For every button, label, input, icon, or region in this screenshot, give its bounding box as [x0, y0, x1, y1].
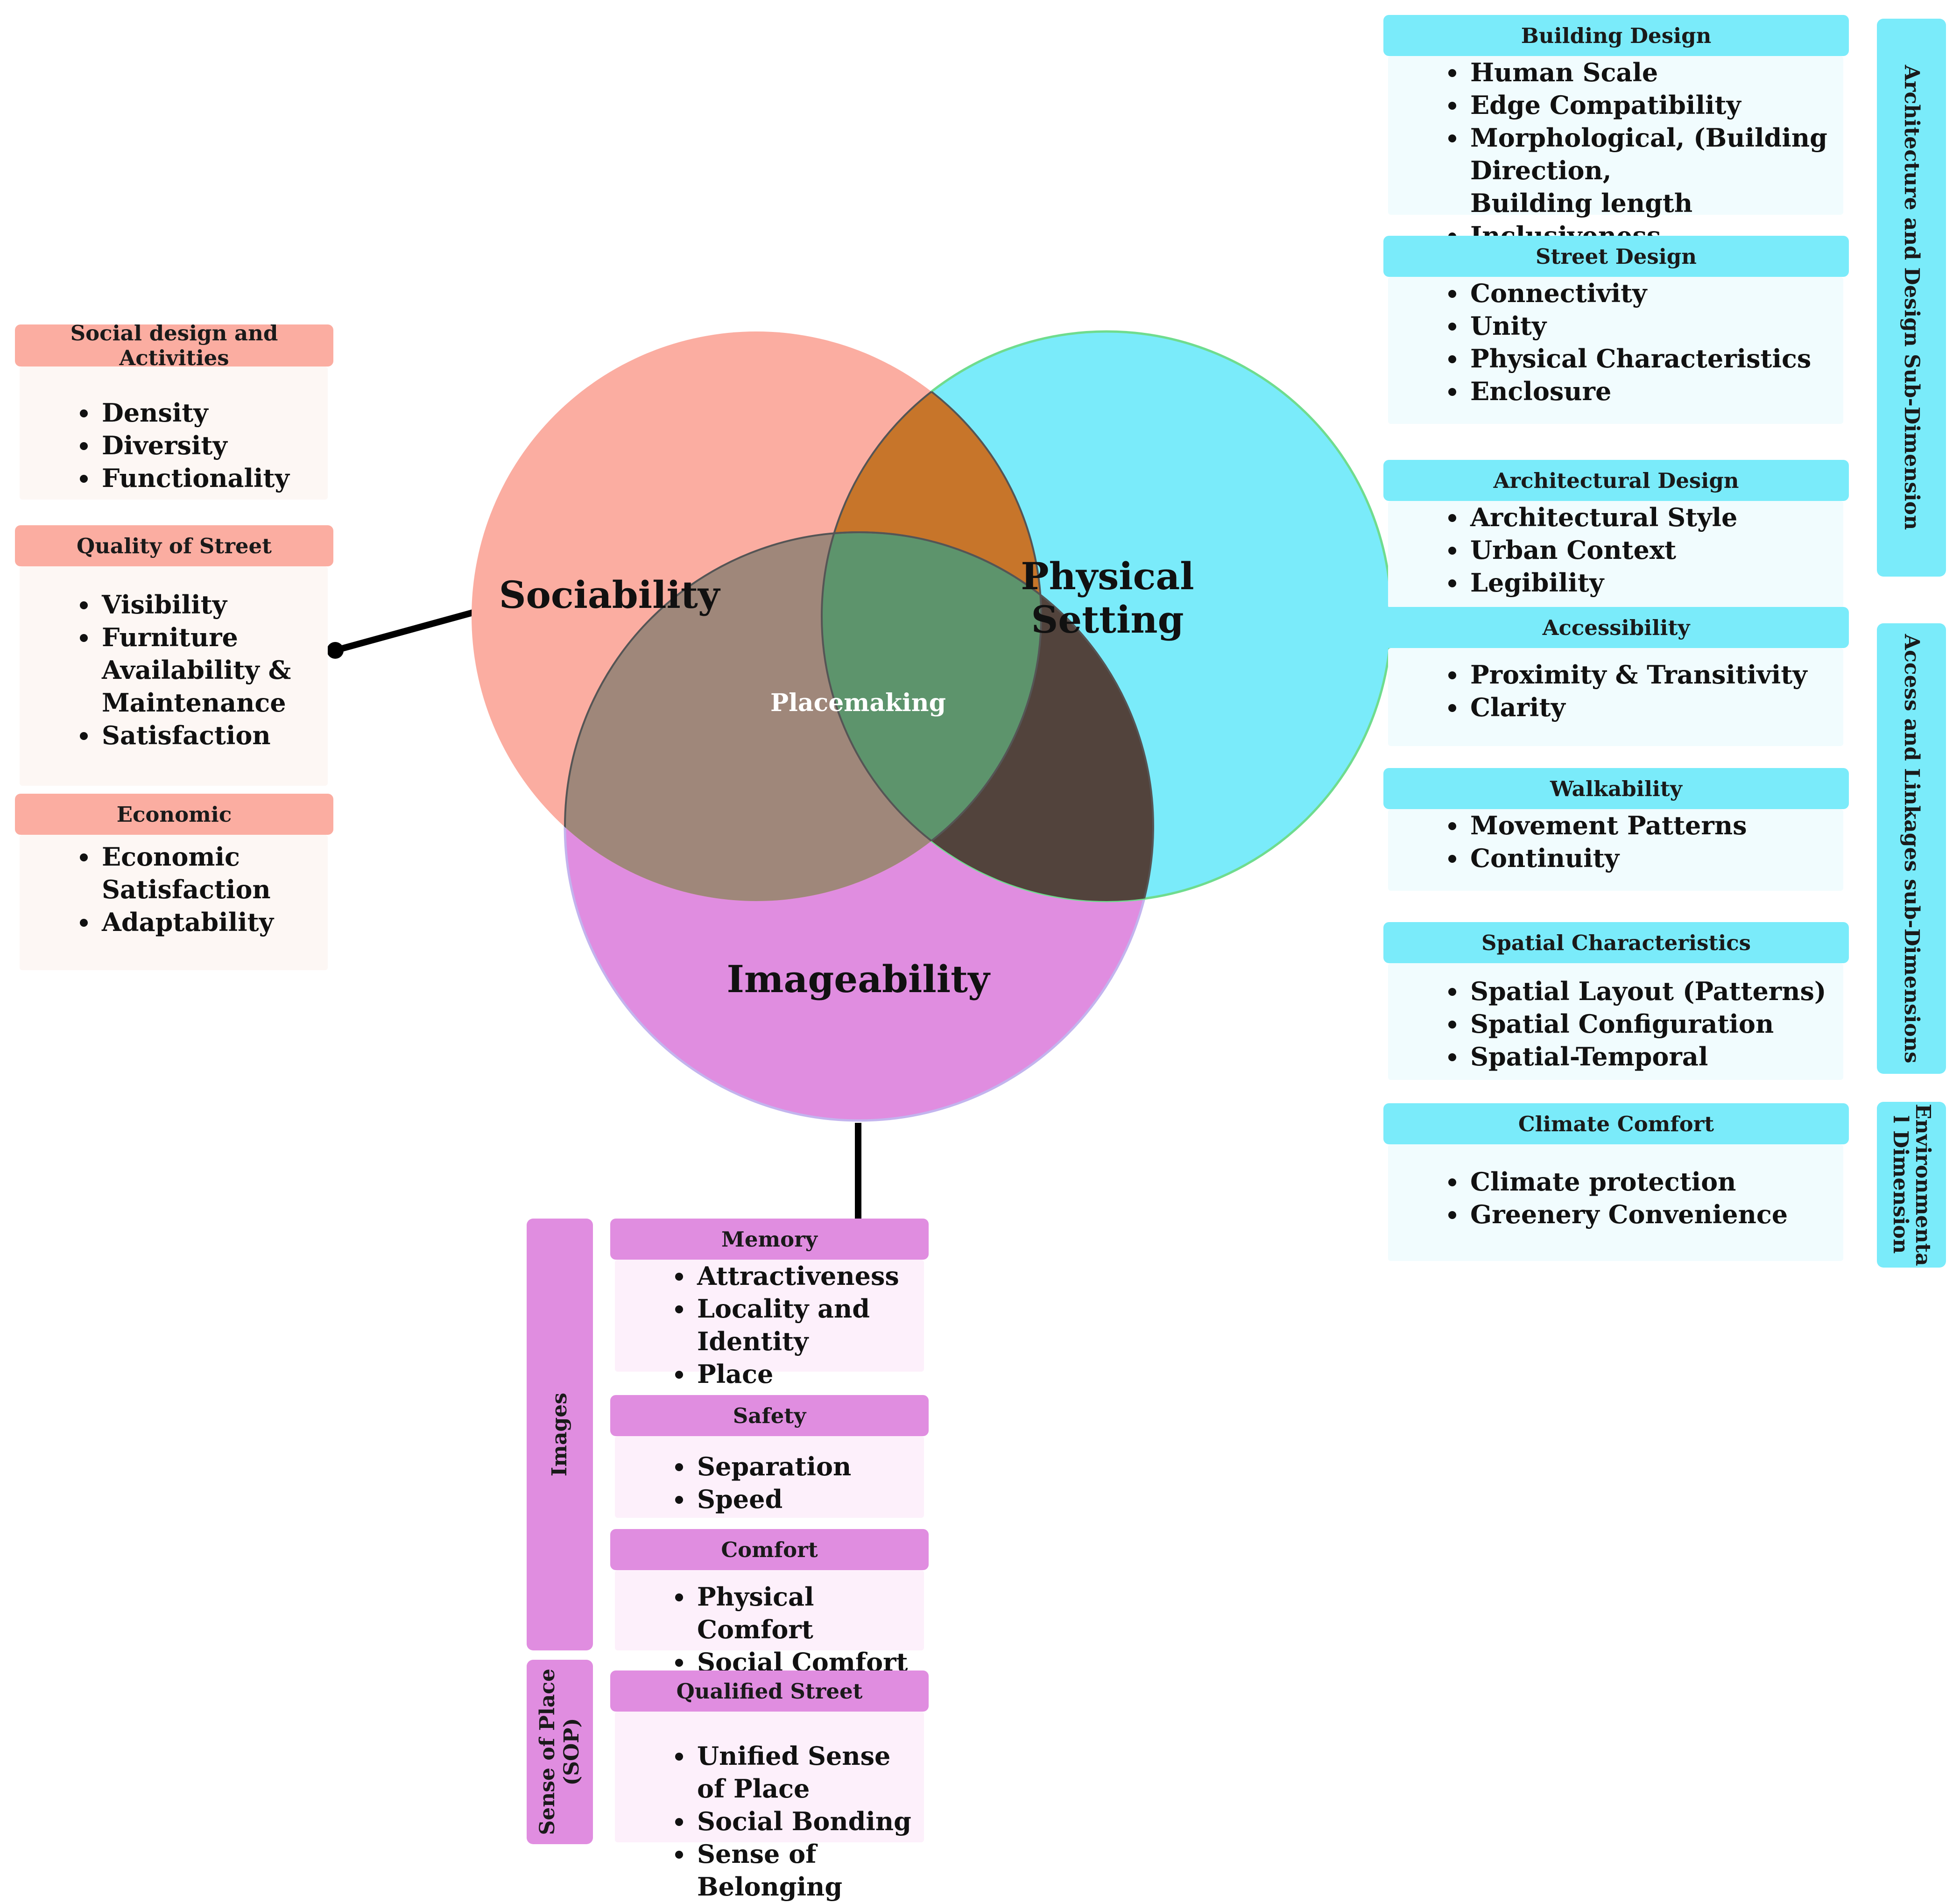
list-item: Sense of Belonging: [694, 1838, 924, 1903]
list-building-design: Human Scale Edge Compatibility Morpholog…: [1388, 56, 1843, 251]
physical-label-line1: Physical: [1021, 554, 1194, 598]
side-label-sense-of-place: Sense of Place (SOP): [527, 1660, 593, 1844]
list-item: Human Scale: [1467, 56, 1843, 89]
side-label-access: Access and Linkages sub-Dimensions: [1877, 623, 1946, 1074]
list-item: Unity: [1467, 310, 1843, 342]
header-walkability: Walkability: [1383, 768, 1849, 809]
list-item: Legibility: [1467, 566, 1843, 599]
list-street-design: Connectivity Unity Physical Characterist…: [1388, 277, 1843, 424]
list-item: Spatial-Temporal: [1467, 1040, 1843, 1073]
list-architectural-design: Architectural Style Urban Context Legibi…: [1388, 501, 1843, 608]
list-item: Physical Characteristics: [1467, 342, 1843, 375]
header-economic: Economic: [15, 794, 333, 835]
list-item: Spatial Configuration: [1467, 1008, 1843, 1040]
side-label-sop-line1: Sense of Place: [536, 1669, 559, 1835]
header-social-design: Social design and Activities: [15, 321, 333, 370]
header-climate-comfort: Climate Comfort: [1383, 1103, 1849, 1144]
side-label-images-text: Images: [548, 1392, 571, 1477]
list-item: Clarity: [1467, 691, 1843, 724]
list-climate-comfort: Climate protection Greenery Convenience: [1388, 1144, 1843, 1261]
sociability-label: Sociability: [499, 573, 721, 617]
list-item: Proximity & Transitivity: [1467, 658, 1843, 691]
list-item: Separation: [694, 1450, 924, 1483]
list-spatial-characteristics: Spatial Layout (Patterns) Spatial Config…: [1388, 963, 1843, 1080]
list-item: Visibility: [99, 588, 328, 621]
header-comfort: Comfort: [610, 1529, 929, 1570]
side-label-architecture-text: Architecture and Design Sub-Dimension: [1900, 65, 1924, 530]
list-item: Adaptability: [99, 906, 328, 938]
physical-label-line2: Setting: [1031, 598, 1184, 641]
list-item: Edge Compatibility: [1467, 89, 1843, 121]
list-item: Social Bonding: [694, 1805, 924, 1838]
list-item: Economic: [99, 840, 328, 873]
side-label-access-text: Access and Linkages sub-Dimensions: [1900, 634, 1924, 1064]
side-label-environmental: Environmenta l Dimension: [1877, 1102, 1946, 1268]
list-economic: Economic Satisfaction Adaptability: [20, 835, 328, 970]
list-item: Continuity: [1467, 842, 1843, 874]
side-label-images: Images: [527, 1219, 593, 1650]
list-item: Diversity: [99, 429, 328, 462]
list-comfort: Physical Comfort Social Comfort: [615, 1570, 924, 1677]
imageability-label: Imageability: [726, 957, 991, 1001]
header-architectural-design: Architectural Design: [1383, 460, 1849, 501]
list-accessibility: Proximity & Transitivity Clarity: [1388, 648, 1843, 746]
list-item: Connectivity: [1467, 277, 1843, 310]
list-item: Building length: [1470, 188, 1693, 218]
list-item: Attractiveness: [694, 1260, 924, 1292]
side-label-environmental-line1: Environmenta: [1911, 1103, 1935, 1266]
list-safety: Separation Speed: [615, 1436, 924, 1518]
header-qualified-street: Qualified Street: [610, 1670, 929, 1712]
list-item: Density: [99, 396, 328, 429]
list-item: Furniture: [99, 621, 328, 654]
list-item: Satisfaction: [102, 874, 271, 904]
list-item: Architectural Style: [1467, 501, 1843, 534]
list-item: Movement Patterns: [1467, 809, 1843, 842]
list-item: Functionality: [99, 462, 328, 494]
list-memory: Attractiveness Locality and Identity Pla…: [615, 1260, 924, 1422]
list-item: Enclosure: [1467, 375, 1843, 408]
side-label-sop-line2: (SOP): [560, 1718, 584, 1786]
header-safety: Safety: [610, 1395, 929, 1436]
list-item: Availability &: [102, 655, 291, 685]
sociability-connector: [334, 608, 477, 654]
header-quality-of-street: Quality of Street: [15, 525, 333, 566]
list-social-design: Density Diversity Functionality: [20, 367, 328, 500]
sociability-connector-dot: [327, 642, 344, 659]
list-walkability: Movement Patterns Continuity: [1388, 809, 1843, 891]
list-item: Maintenance: [102, 688, 286, 718]
list-item: Greenery Convenience: [1467, 1198, 1843, 1231]
header-building-design: Building Design: [1383, 15, 1849, 56]
list-item: Climate protection: [1467, 1165, 1843, 1198]
list-item: Locality and Identity: [694, 1292, 924, 1358]
side-label-environmental-line2: l Dimension: [1889, 1115, 1912, 1254]
list-item: Speed: [694, 1483, 924, 1515]
venn-diagram: Sociability Physical Setting Imageabilit…: [327, 330, 1393, 1256]
header-memory: Memory: [610, 1219, 929, 1260]
list-qualified-street: Unified Sense of Place Social Bonding Se…: [615, 1712, 924, 1902]
header-accessibility: Accessibility: [1383, 607, 1849, 648]
header-street-design: Street Design: [1383, 236, 1849, 277]
list-item: Urban Context: [1467, 534, 1843, 566]
list-item: Physical Comfort: [694, 1580, 924, 1646]
header-spatial-characteristics: Spatial Characteristics: [1383, 922, 1849, 963]
list-item: Satisfaction: [99, 719, 328, 752]
list-item: Spatial Layout (Patterns): [1467, 975, 1843, 1008]
side-label-architecture: Architecture and Design Sub-Dimension: [1877, 19, 1946, 577]
list-quality-of-street: Visibility Furniture Availability & Main…: [20, 566, 328, 786]
placemaking-label: Placemaking: [770, 689, 946, 717]
list-item: Unified Sense of Place: [694, 1740, 924, 1805]
list-item: Morphological, (Building Direction,: [1467, 121, 1843, 187]
